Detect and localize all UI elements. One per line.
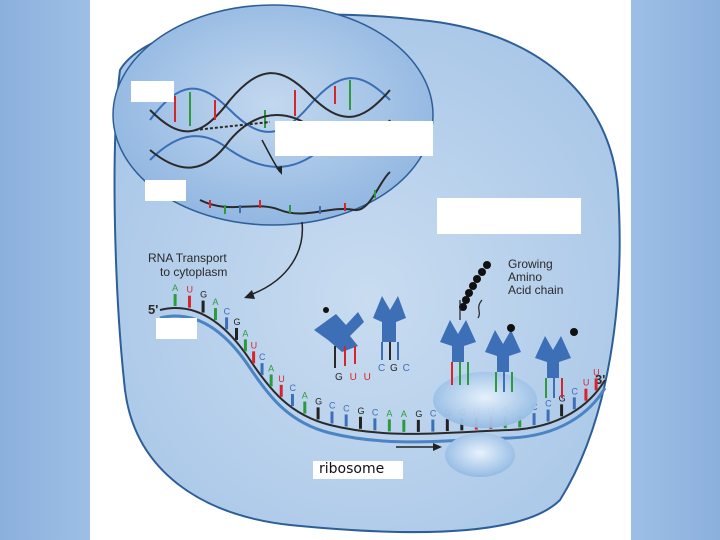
mrna-base-letter-11: C xyxy=(289,383,296,393)
trna-1-anticodon: G U U xyxy=(335,372,371,383)
blank-label-box-codon xyxy=(156,318,197,339)
protein-synthesis-diagram: RNA Transport to cytoplasm Growing Amino… xyxy=(112,4,621,534)
ribosome-label: ribosome xyxy=(313,461,403,479)
three-prime-label: 3' xyxy=(595,372,605,387)
mrna-base-letter-17: C xyxy=(372,407,379,417)
mrna-base-letter-4: C xyxy=(224,306,231,316)
mrna-strand-cytoplasm xyxy=(159,307,606,435)
trna-2-anticodon: C G C xyxy=(378,363,410,374)
five-prime-label: 5' xyxy=(148,302,158,317)
trna-2 xyxy=(373,296,406,360)
mrna-base-letter-16: G xyxy=(357,406,364,416)
mrna-base-letter-12: A xyxy=(302,391,308,401)
mrna-base-letter-32: U xyxy=(583,378,590,388)
blank-label-box-translation xyxy=(437,198,581,234)
trna-ribosome-1 xyxy=(440,300,476,385)
trna-ribosome-2 xyxy=(485,324,521,392)
mrna-base-letter-13: G xyxy=(315,396,322,406)
mrna-base-letter-0: A xyxy=(172,283,178,293)
mrna-base-letter-29: C xyxy=(545,399,552,409)
mrna-base-letter-14: C xyxy=(329,400,336,410)
mrna-base-letter-15: C xyxy=(343,404,350,414)
dna-helix-top xyxy=(149,72,391,133)
ribosome-small-subunit xyxy=(445,433,515,477)
blank-label-box-dna xyxy=(131,81,174,102)
mrna-nucleus-bases xyxy=(209,190,376,214)
slide-background-right xyxy=(631,0,720,540)
mrna-base-letter-19: A xyxy=(401,409,407,419)
slide-background-left xyxy=(0,0,90,540)
mrna-base-letter-8: C xyxy=(259,352,266,362)
mrna-base-letter-20: G xyxy=(415,409,422,419)
rna-transport-label: RNA Transport to cytoplasm xyxy=(148,251,230,279)
blank-label-box-transcription xyxy=(275,121,433,156)
ribosome-label-text: ribosome xyxy=(319,461,385,477)
mrna-base-letter-5: G xyxy=(233,317,240,327)
trna-1 xyxy=(314,307,364,368)
mrna-base-letter-6: A xyxy=(242,328,248,338)
mrna-base-letter-31: C xyxy=(571,386,578,396)
amino-acid-chain xyxy=(459,261,491,311)
growing-chain-label: Growing Amino Acid chain xyxy=(508,257,563,297)
mrna-base-letter-33: U xyxy=(593,367,600,377)
mrna-base-letter-1: U xyxy=(186,285,193,295)
mrna-base-letter-3: A xyxy=(212,297,218,307)
mrna-base-letter-18: A xyxy=(386,408,392,418)
ribosome-large-subunit xyxy=(433,372,537,428)
mrna-base-letter-30: G xyxy=(559,393,566,403)
transport-arrow xyxy=(249,221,304,296)
mrna-base-letter-21: C xyxy=(430,409,437,419)
blank-label-box-mrna xyxy=(145,180,186,201)
mrna-base-letter-7: U xyxy=(251,340,257,350)
mrna-base-letter-10: U xyxy=(278,374,285,384)
trna-incoming xyxy=(535,328,578,398)
mrna-base-letter-2: G xyxy=(200,290,207,300)
mrna-base-letter-9: A xyxy=(268,363,274,373)
